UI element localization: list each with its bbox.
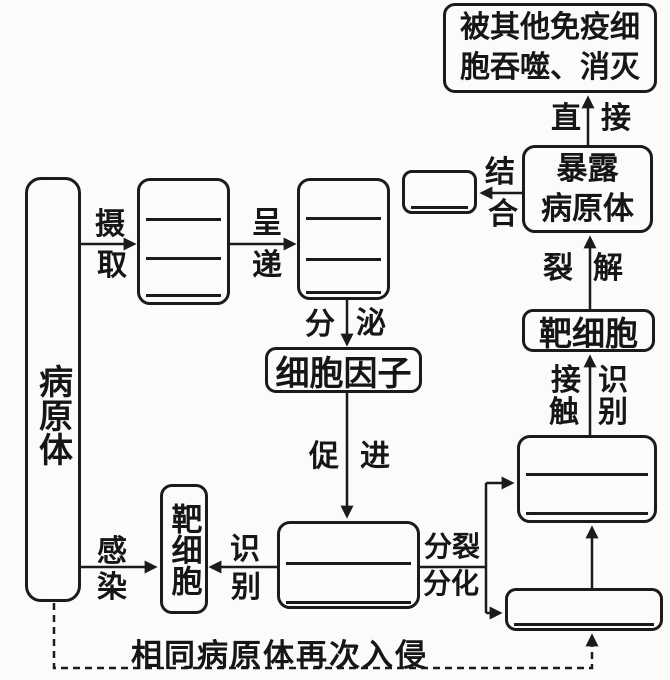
answer-blank-line — [286, 562, 411, 565]
label-promote-char1: 促 — [309, 440, 339, 473]
label-recognize-left-char2: 别 — [231, 571, 261, 604]
destroyed-line1: 被其他免疫细 — [460, 11, 640, 44]
blank-box-present-cell — [297, 178, 390, 300]
exposed-pathogen-line2: 病原体 — [541, 191, 634, 226]
answer-blank-line — [146, 257, 221, 260]
label-bind-char2: 合 — [488, 198, 518, 231]
answer-blank-line — [526, 512, 648, 515]
exposed-pathogen-line1: 暴露 — [556, 151, 619, 186]
answer-blank-line — [526, 473, 648, 476]
label-present-char2: 递 — [252, 249, 282, 282]
blank-box-effector-cell — [517, 435, 657, 523]
label-secrete-char1: 分 — [305, 308, 335, 341]
blank-box-ingest-cell — [137, 178, 230, 305]
target-cell-top-box: 靶细胞 — [522, 309, 655, 352]
label-recognize-right-char2: 别 — [598, 396, 628, 429]
blank-box-antibody — [402, 170, 477, 214]
cytokine-label: 细胞因子 — [275, 354, 412, 393]
answer-blank-line — [514, 623, 654, 626]
divide-branch-trunk — [420, 483, 488, 613]
answer-blank-line — [306, 258, 381, 261]
label-secrete-char2: 泌 — [356, 307, 386, 340]
answer-blank-line — [306, 291, 381, 294]
label-present-char1: 呈 — [252, 207, 282, 240]
label-direct-char1: 直 — [551, 102, 581, 135]
label-ingest-char2: 取 — [97, 249, 127, 282]
label-bind-char1: 结 — [485, 156, 515, 189]
label-recognize-right-char1: 识 — [598, 364, 628, 397]
label-contact-char2: 触 — [549, 396, 579, 429]
label-ingest-char1: 摄 — [95, 208, 125, 241]
blank-box-memory-cell — [505, 588, 663, 631]
answer-blank-line — [411, 206, 468, 209]
label-contact-char1: 接 — [551, 364, 581, 397]
destroyed-box: 被其他免疫细 胞吞噬、消灭 — [443, 3, 657, 93]
exposed-pathogen-box: 暴露 病原体 — [522, 145, 653, 233]
label-infect-char1: 感 — [97, 535, 127, 568]
caption-reinvasion: 相同病原体再次入侵 — [131, 638, 428, 673]
label-divide-word2: 分化 — [422, 568, 479, 599]
label-divide-word1: 分裂 — [423, 531, 480, 562]
destroyed-line2: 胞吞噬、消灭 — [460, 51, 640, 84]
cytokine-box: 细胞因子 — [265, 347, 422, 393]
answer-blank-line — [146, 294, 221, 297]
dashed-arrow-reinvasion — [52, 603, 599, 670]
pathogen-label: 病原体 — [33, 364, 72, 466]
answer-blank-line — [286, 601, 411, 604]
target-cell-top-label: 靶细胞 — [539, 314, 638, 352]
label-lyse-char2: 解 — [593, 252, 623, 285]
target-cell-left-box: 靶细胞 — [160, 484, 208, 614]
label-infect-char2: 染 — [97, 571, 127, 604]
pathogen-box: 病原体 — [25, 177, 81, 602]
answer-blank-line — [146, 218, 221, 221]
blank-box-lymphocyte — [277, 521, 420, 609]
label-direct-char2: 接 — [601, 102, 631, 135]
answer-blank-line — [306, 217, 381, 220]
label-promote-char2: 进 — [360, 440, 390, 473]
target-cell-left-label: 靶细胞 — [166, 502, 202, 596]
label-lyse-char1: 裂 — [543, 252, 573, 285]
label-recognize-left-char1: 识 — [230, 533, 260, 566]
